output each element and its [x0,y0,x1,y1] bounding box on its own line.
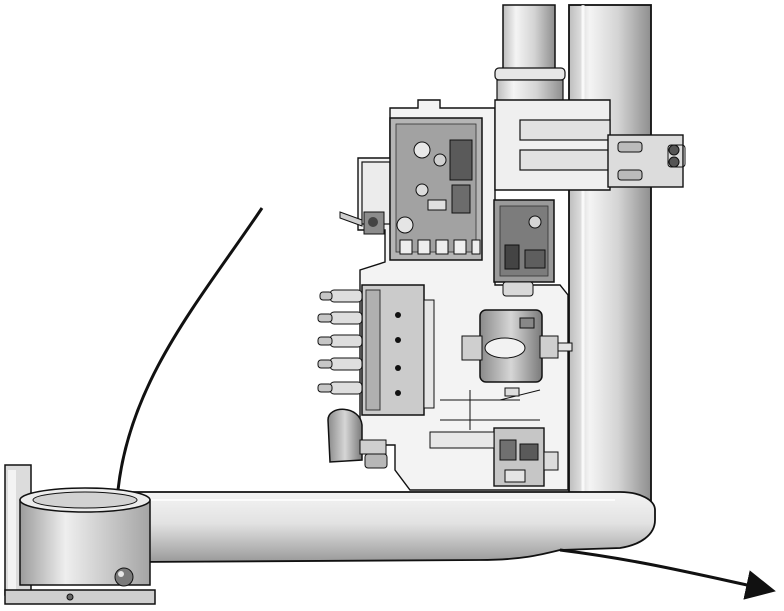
vertical-pipe [568,4,652,506]
incoming-tube [116,207,264,491]
inlet-nozzle [319,289,363,303]
valve-manifold [317,284,435,416]
side-switch [339,161,391,235]
main-control-board [389,117,483,261]
inlet-nozzle [317,381,363,395]
cup-holder [4,464,156,605]
inlet-nozzle [317,311,363,325]
central-pump [461,309,573,383]
inlet-nozzle [317,357,363,371]
outgoing-tube-arrow [559,548,776,600]
rear-pipe [494,4,566,105]
secondary-control-board [493,199,555,297]
pipe-clamp [494,99,686,191]
lower-pump [327,408,388,469]
horizontal-arm [129,491,656,563]
inlet-nozzle [317,334,363,348]
plate-tubing [440,387,541,430]
lower-valve-block [429,427,559,487]
